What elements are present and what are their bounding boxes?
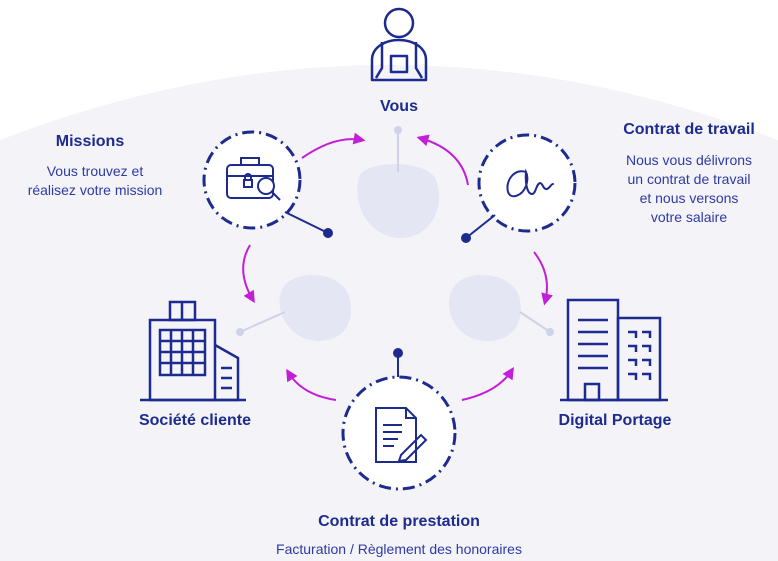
connector-dot-digital bbox=[546, 328, 554, 336]
arrow-contrat-to-vous bbox=[416, 134, 469, 186]
signature-icon bbox=[506, 168, 554, 198]
center-blob-left bbox=[279, 274, 352, 341]
briefcase-search-icon bbox=[226, 157, 281, 201]
missions-node bbox=[202, 130, 333, 238]
connector-dot-societe bbox=[236, 328, 244, 336]
missions-desc-line2: réalisez votre mission bbox=[27, 182, 163, 198]
contrat-travail-node bbox=[461, 133, 577, 243]
digital-portage-label: Digital Portage bbox=[558, 412, 672, 429]
document-pen-icon bbox=[375, 407, 428, 463]
arrow-missions-to-societe bbox=[242, 244, 255, 304]
center-blob-top bbox=[357, 164, 440, 239]
office-building-icon bbox=[140, 300, 246, 402]
center-blob-right bbox=[448, 274, 521, 341]
contrat-travail-label: Contrat de travail bbox=[623, 121, 755, 138]
contrat-prestation-label: Contrat de prestation bbox=[318, 513, 480, 530]
person-with-backpack-icon bbox=[370, 7, 428, 82]
missions-label: Missions bbox=[55, 133, 125, 150]
contrat-travail-desc-line3: et nous versons bbox=[639, 190, 739, 206]
arrow-prestation-to-digital bbox=[461, 366, 514, 401]
vous-label: Vous bbox=[380, 98, 418, 115]
missions-desc-line1: Vous trouvez et bbox=[46, 163, 144, 179]
contrat-prestation-node bbox=[341, 348, 457, 491]
contrat-travail-desc-line4: votre salaire bbox=[650, 209, 728, 225]
arrow-missions-to-vous bbox=[301, 132, 366, 159]
connector-dot-vous bbox=[394, 126, 402, 134]
contrat-travail-desc-line1: Nous vous délivrons bbox=[625, 152, 753, 168]
connector-societe bbox=[239, 311, 286, 333]
contrat-travail-desc-line2: un contrat de travail bbox=[627, 171, 751, 187]
contrat-prestation-desc: Facturation / Règlement des honoraires bbox=[276, 541, 522, 557]
societe-cliente-label: Société cliente bbox=[138, 412, 252, 429]
background-arc bbox=[0, 65, 778, 561]
connector-digital bbox=[519, 311, 551, 333]
arrow-contrat-to-digital bbox=[533, 251, 553, 306]
company-buildings-icon bbox=[560, 298, 668, 402]
arrow-prestation-to-societe bbox=[286, 368, 337, 401]
